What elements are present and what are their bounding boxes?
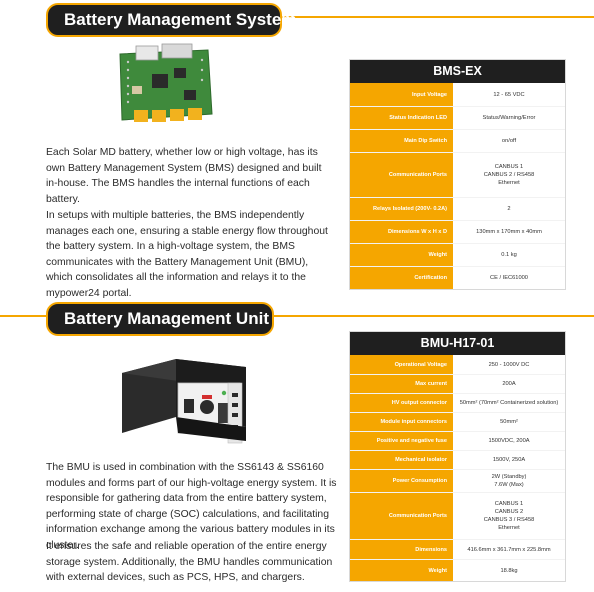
spec-value: 1500V, 250A (453, 451, 565, 469)
spec-value: 130mm x 170mm x 40mm (453, 221, 565, 243)
spec-label: Operational Voltage (350, 355, 453, 374)
spec-label: Mechanical isolator (350, 451, 453, 469)
spec-row: Power Consumption 2W (Standby) 7.6W (Max) (350, 469, 565, 492)
spec-value-line: 50mm² (500, 419, 518, 425)
spec-value-line: 7.6W (Max) (494, 482, 524, 488)
bmu-description-1: The BMU is used in combination with the … (46, 462, 337, 551)
spec-row: Main Dip Switch on/off (350, 129, 565, 152)
spec-label: Certification (350, 267, 453, 289)
spec-row: Communication Ports CANBUS 1 CANBUS 2 / RS… (350, 152, 565, 197)
spec-row: Module input connectors 50mm² (350, 412, 565, 431)
spec-label: Power Consumption (350, 470, 453, 492)
spec-label: Dimensions (350, 540, 453, 559)
spec-row: Input Voltage 12 - 65 VDC (350, 83, 565, 106)
spec-value: CE / IEC61000 (453, 267, 565, 289)
spec-value: 2W (Standby) 7.6W (Max) (453, 470, 565, 492)
spec-row: Certification CE / IEC61000 (350, 266, 565, 289)
spec-label: Status Indication LED (350, 107, 453, 129)
spec-table-title: BMS-EX (350, 60, 565, 83)
spec-table-title: BMU-H17-01 (350, 332, 565, 355)
spec-row: Weight 18.8kg (350, 559, 565, 581)
spec-value: 1500VDC, 200A (453, 432, 565, 450)
spec-value-line: CANBUS 2 / RS458 (483, 172, 535, 178)
spec-label: Communication Ports (350, 153, 453, 197)
spec-value-line: 130mm x 170mm x 40mm (476, 229, 542, 235)
spec-row: Dimensions W x H x D 130mm x 170mm x 40mm (350, 220, 565, 243)
bmu-device-image (122, 359, 246, 444)
spec-value-line: on/off (501, 138, 517, 144)
spec-value-line: CANBUS 1 (494, 164, 524, 170)
spec-value: 18.8kg (453, 560, 565, 581)
spec-row: Weight 0.1 kg (350, 243, 565, 266)
bmu-section-title: Battery Management Unit (46, 302, 274, 336)
bms-description-1: Each Solar MD battery, whether low or hi… (46, 147, 322, 205)
spec-label: Relays Isolated (200V- 0.2A) (350, 198, 453, 220)
spec-value-line: Status/Warning/Error (482, 115, 536, 121)
spec-row: Max current 200A (350, 374, 565, 393)
spec-row: Relays Isolated (200V- 0.2A) 2 (350, 197, 565, 220)
spec-value-line: 12 - 65 VDC (493, 91, 525, 98)
spec-value: 0.1 kg (453, 244, 565, 266)
spec-value-line: 416.6mm x 361.7mm x 225.8mm (467, 546, 551, 553)
spec-value: 50mm² (70mm² Containerized solution) (453, 394, 565, 412)
spec-value: 416.6mm x 361.7mm x 225.8mm (453, 540, 565, 559)
bmu-spec-table: BMU-H17-01 Operational Voltage 250 - 1000… (349, 331, 566, 582)
bmu-description-2: It ensures the safe and reliable operati… (46, 541, 333, 583)
spec-value-line: 200A (502, 381, 516, 387)
spec-value-line: 1500VDC, 200A (488, 438, 530, 444)
spec-row: Dimensions 416.6mm x 361.7mm x 225.8mm (350, 539, 565, 559)
spec-value-line: Ethernet (498, 525, 520, 531)
spec-value: 12 - 65 VDC (453, 83, 565, 106)
spec-row: HV output connector 50mm² (70mm² Containe… (350, 393, 565, 412)
spec-label: HV output connector (350, 394, 453, 412)
spec-value-line: 250 - 1000V DC (488, 361, 530, 368)
spec-value-line: 0.1 kg (501, 252, 517, 258)
spec-value: on/off (453, 130, 565, 152)
section-divider (0, 315, 594, 317)
spec-row: Positive and negative fuse 1500VDC, 200A (350, 431, 565, 450)
spec-value-line: CANBUS 2 (494, 509, 524, 515)
spec-value-line: CANBUS 3 / RS458 (483, 517, 535, 523)
spec-label: Dimensions W x H x D (350, 221, 453, 243)
spec-row: Status Indication LED Status/Warning/Erro… (350, 106, 565, 129)
bms-spec-table: BMS-EX Input Voltage 12 - 65 VDC Status In… (349, 59, 566, 290)
spec-label: Module input connectors (350, 413, 453, 431)
spec-label: Weight (350, 244, 453, 266)
spec-label: Max current (350, 375, 453, 393)
bms-description-2: In setups with multiple batteries, the B… (46, 210, 328, 299)
spec-label: Weight (350, 560, 453, 581)
spec-label: Positive and negative fuse (350, 432, 453, 450)
spec-value: 50mm² (453, 413, 565, 431)
spec-label: Main Dip Switch (350, 130, 453, 152)
spec-value: Status/Warning/Error (453, 107, 565, 129)
spec-row: Mechanical isolator 1500V, 250A (350, 450, 565, 469)
spec-value: 200A (453, 375, 565, 393)
spec-value: 2 (453, 198, 565, 220)
spec-value-line: 2W (Standby) (491, 474, 527, 480)
spec-row: Operational Voltage 250 - 1000V DC (350, 355, 565, 374)
section-divider (270, 16, 594, 18)
spec-value-line: CANBUS 1 (494, 501, 524, 507)
spec-value-line: 18.8kg (500, 567, 518, 574)
bms-section-title: Battery Management System (46, 3, 296, 37)
bms-board-image (119, 43, 213, 122)
spec-value-line: 1500V, 250A (492, 457, 526, 463)
spec-value-line: 2 (507, 206, 511, 212)
spec-value: 250 - 1000V DC (453, 355, 565, 374)
spec-value-line: Ethernet (498, 180, 520, 186)
spec-value-line: 50mm² (70mm² Containerized solution) (459, 400, 559, 406)
spec-label: Input Voltage (350, 83, 453, 106)
spec-label: Communication Ports (350, 493, 453, 539)
spec-value-line: CE / IEC61000 (490, 275, 528, 281)
